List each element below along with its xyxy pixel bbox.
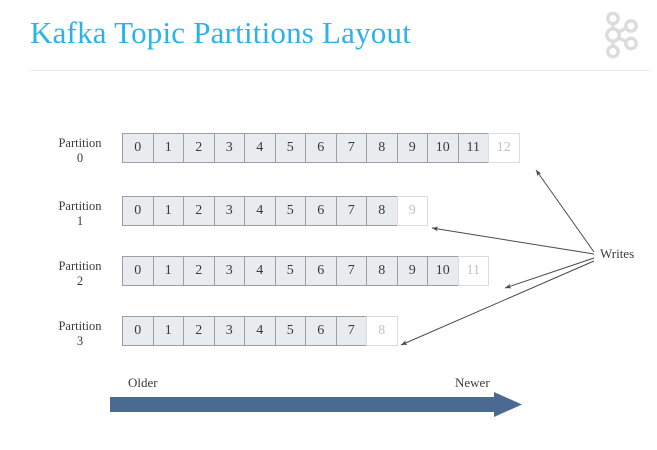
- log-cell: 8: [366, 196, 398, 226]
- log-cell: 10: [427, 133, 459, 163]
- log-cell: 9: [396, 133, 428, 163]
- log-cell: 3: [213, 316, 245, 346]
- log-cell: 1: [152, 196, 184, 226]
- log-cell: 3: [213, 196, 245, 226]
- log-cell: 1: [152, 133, 184, 163]
- log-cell: 3: [213, 256, 245, 286]
- partition-log-track: 0 1 2 3 4 5 6 7 8: [122, 316, 398, 346]
- page-title: Kafka Topic Partitions Layout: [30, 15, 412, 50]
- log-cell: 5: [274, 256, 306, 286]
- log-cell: 7: [335, 133, 367, 163]
- log-cell: 1: [152, 316, 184, 346]
- log-cell: 4: [244, 256, 276, 286]
- log-cell: 2: [183, 196, 215, 226]
- partition-label-index: 1: [76, 214, 84, 228]
- partition-log-track: 0 1 2 3 4 5 6 7 8 9 10 11 12: [122, 133, 520, 163]
- partition-label-name: Partition: [58, 259, 102, 273]
- partition-label: Partition 3: [45, 319, 115, 349]
- log-cell: 6: [305, 256, 337, 286]
- log-cell: 5: [274, 133, 306, 163]
- log-cell-next-offset: 9: [396, 196, 428, 226]
- partition-label-index: 2: [76, 274, 84, 288]
- log-cell: 5: [274, 316, 306, 346]
- kafka-logo-icon: [600, 10, 644, 60]
- partition-label: Partition 2: [45, 259, 115, 289]
- log-cell: 0: [122, 133, 154, 163]
- partition-label: Partition 1: [45, 199, 115, 229]
- log-cell: 7: [335, 196, 367, 226]
- newer-label: Newer: [455, 375, 490, 390]
- log-cell: 2: [183, 256, 215, 286]
- log-cell: 4: [244, 196, 276, 226]
- log-cell: 6: [305, 133, 337, 163]
- time-direction-arrow-icon: [110, 392, 522, 417]
- log-cell: 7: [335, 256, 367, 286]
- log-cell: 8: [366, 133, 398, 163]
- log-cell-next-offset: 11: [457, 256, 489, 286]
- log-cell: 6: [305, 196, 337, 226]
- log-cell: 1: [152, 256, 184, 286]
- log-cell: 2: [183, 133, 215, 163]
- log-cell: 2: [183, 316, 215, 346]
- log-cell: 5: [274, 196, 306, 226]
- log-cell: 11: [457, 133, 489, 163]
- log-cell: 0: [122, 256, 154, 286]
- log-cell: 7: [335, 316, 367, 346]
- partition-label-index: 3: [76, 334, 84, 348]
- partition-log-track: 0 1 2 3 4 5 6 7 8 9: [122, 196, 428, 226]
- older-label: Older: [128, 375, 158, 390]
- partition-log-track: 0 1 2 3 4 5 6 7 8 9 10 11: [122, 256, 489, 286]
- partition-label-index: 0: [76, 151, 84, 165]
- partition-label-name: Partition: [58, 319, 102, 333]
- log-cell: 10: [427, 256, 459, 286]
- log-cell: 0: [122, 196, 154, 226]
- log-cell-next-offset: 8: [366, 316, 398, 346]
- writes-label: Writes: [600, 246, 635, 261]
- log-cell: 4: [244, 133, 276, 163]
- log-cell-next-offset: 12: [488, 133, 520, 163]
- log-cell: 3: [213, 133, 245, 163]
- log-cell: 8: [366, 256, 398, 286]
- log-cell: 4: [244, 316, 276, 346]
- log-cell: 9: [396, 256, 428, 286]
- log-cell: 6: [305, 316, 337, 346]
- partition-label: Partition 0: [45, 136, 115, 166]
- title-divider: [30, 70, 650, 71]
- partition-label-name: Partition: [58, 199, 102, 213]
- log-cell: 0: [122, 316, 154, 346]
- partition-label-name: Partition: [58, 136, 102, 150]
